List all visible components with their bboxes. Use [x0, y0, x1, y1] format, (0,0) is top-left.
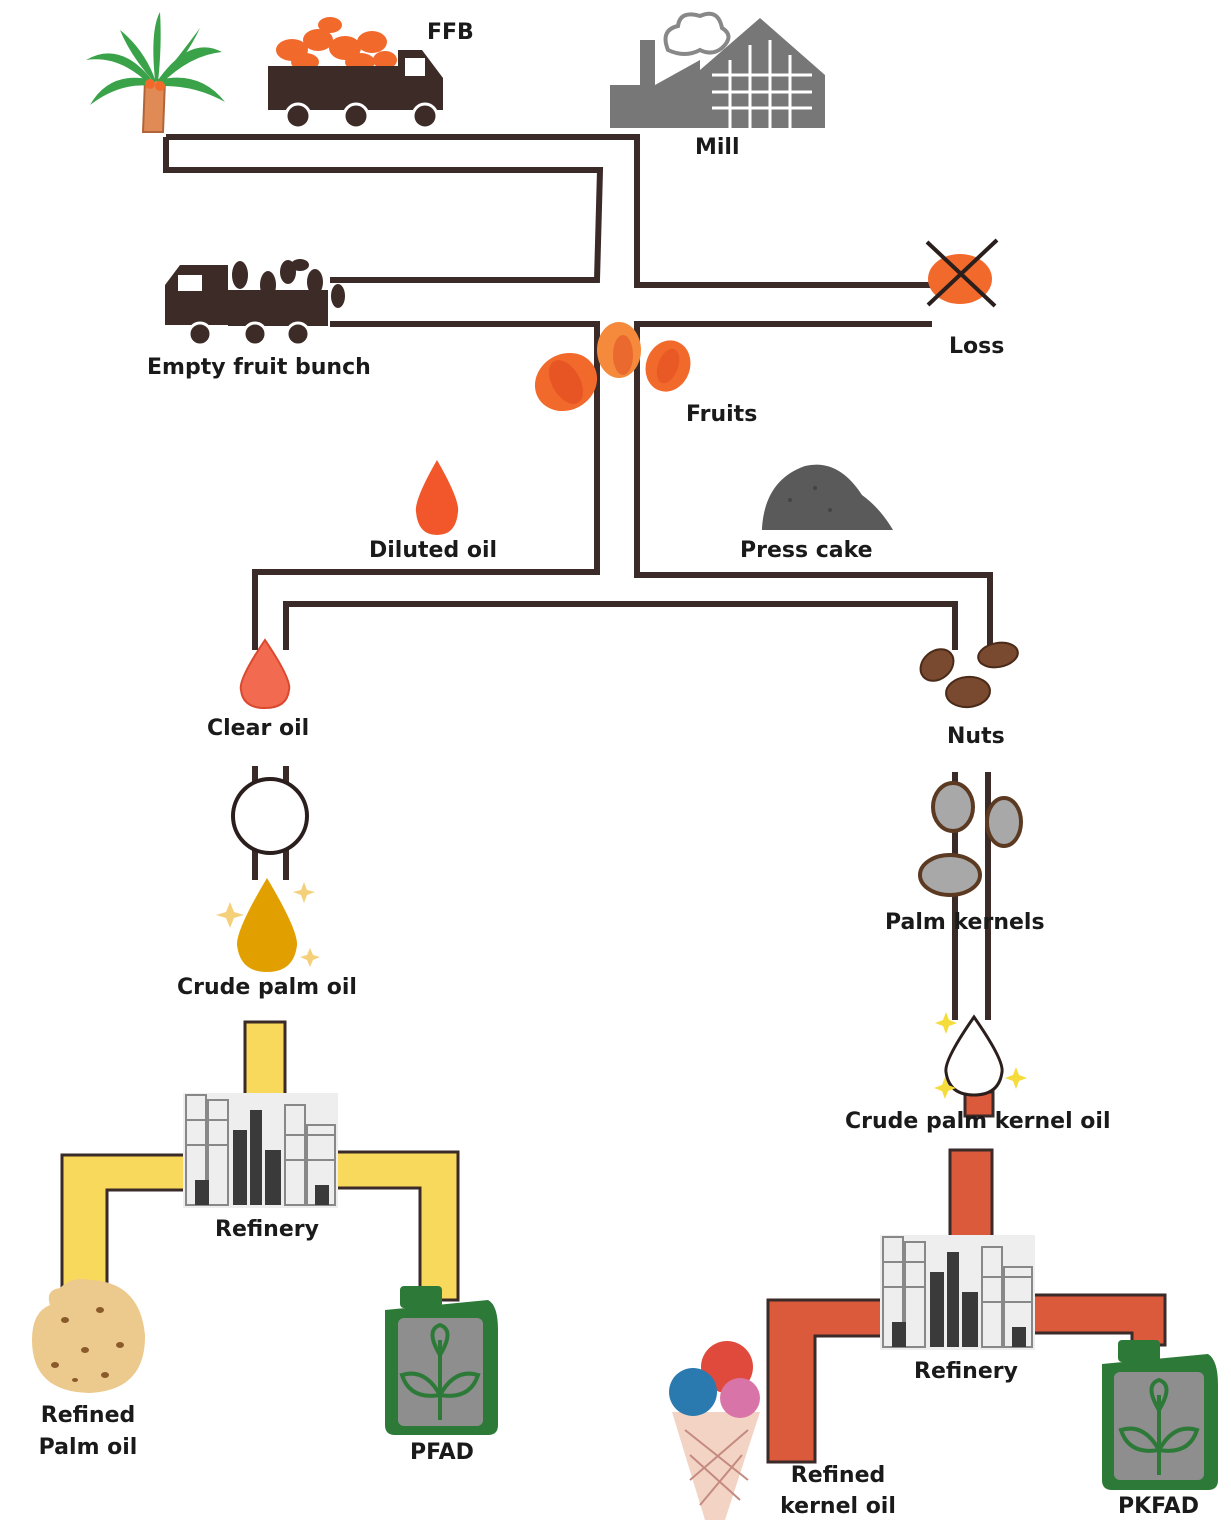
cookie-icon [32, 1279, 146, 1393]
refined-kernel-oil-label-line2: kernel oil [780, 1494, 896, 1519]
efb-truck-icon [165, 259, 345, 347]
refined-kernel-oil-label-line1: Refined [790, 1463, 886, 1488]
mill-label: Mill [695, 135, 740, 160]
ffb-label: FFB [427, 20, 474, 45]
crude-palm-oil-drop-icon [216, 878, 320, 972]
loss-cross-icon [925, 238, 999, 308]
mill-factory-icon [610, 11, 825, 128]
palm-fruits-icon [534, 322, 691, 412]
nuts-icon [919, 641, 1019, 709]
refinery-right-icon [880, 1235, 1035, 1350]
pkfad-label: PKFAD [1118, 1494, 1199, 1519]
pipe-loss-lower-wall [634, 321, 993, 662]
clear-oil-drop-icon [239, 638, 291, 710]
clear-oil-label: Clear oil [207, 716, 310, 741]
red-pipe-right [1028, 1293, 1167, 1347]
palm-kernels-label: Palm kernels [885, 910, 1045, 935]
diluted-oil-label: Diluted oil [369, 538, 498, 563]
pkfad-jerrycan-icon [1102, 1340, 1218, 1490]
diluted-oil-drop-icon [415, 460, 459, 535]
pipe-fruits-left-wall [252, 321, 600, 650]
press-cake-label: Press cake [740, 538, 873, 563]
ice-cream-icon [669, 1341, 760, 1520]
crude-palm-kernel-oil-label: Crude palm kernel oil [845, 1109, 1111, 1134]
red-pipe-left [766, 1298, 892, 1464]
pfad-jerrycan-icon [385, 1286, 498, 1435]
crude-palm-kernel-oil-drop-icon [934, 1012, 1027, 1099]
ffb-truck-icon [268, 17, 443, 130]
press-cake-pile-icon [762, 464, 893, 530]
red-pipe-vertical [948, 1148, 994, 1242]
refined-palm-oil-label-line2: Palm oil [38, 1435, 138, 1460]
refinery-left-icon [183, 1093, 338, 1208]
pipe-top-upper-wall [166, 134, 932, 288]
palm-kernels-icon [918, 781, 1023, 897]
palm-tree-icon [86, 12, 225, 133]
pipe-mid-inner-wall [283, 601, 958, 650]
pfad-label: PFAD [410, 1440, 474, 1465]
refined-palm-oil-label-line1: Refined [40, 1403, 136, 1428]
pipe-top-lower-wall [163, 137, 604, 283]
crude-palm-oil-label: Crude palm oil [177, 975, 357, 1000]
refinery-right-label: Refinery [914, 1359, 1018, 1384]
refinery-left-label: Refinery [215, 1217, 319, 1242]
fruits-label: Fruits [686, 402, 758, 427]
loss-label: Loss [949, 334, 1005, 359]
press-circle-icon [231, 777, 309, 855]
empty-fruit-bunch-label: Empty fruit bunch [147, 355, 371, 380]
nuts-label: Nuts [947, 724, 1005, 749]
yellow-pipe-right [333, 1150, 460, 1302]
